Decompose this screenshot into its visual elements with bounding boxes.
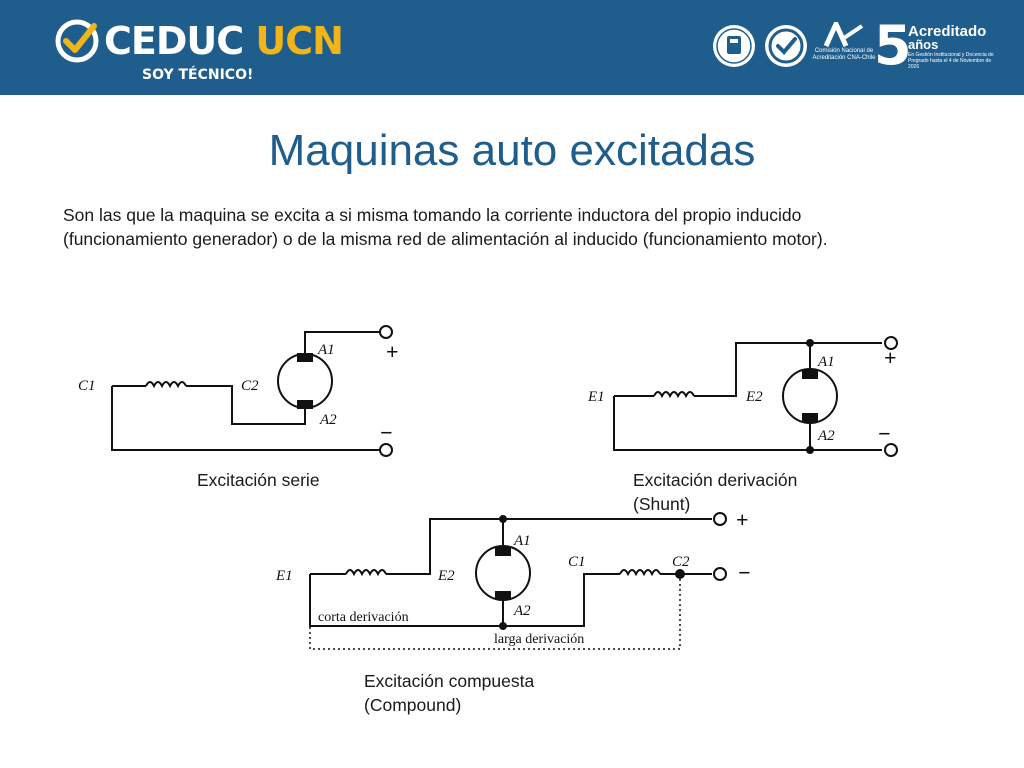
long-shunt-label: larga derivación — [494, 632, 584, 647]
long-shunt-dashed — [309, 574, 681, 650]
accreditation-years-label: años — [908, 37, 939, 52]
shunt-minus-sign: − — [878, 421, 891, 446]
compound-terminal-plus — [713, 512, 727, 526]
intro-line-1: Son las que la maquina se excita a si mi… — [63, 205, 802, 225]
intro-line-2: (funcionamiento generador) o de la misma… — [63, 229, 828, 249]
series-label-a1: A1 — [317, 342, 335, 358]
compound-series-coil — [619, 569, 661, 577]
series-label-c1: C1 — [78, 378, 96, 394]
university-seal-icon — [713, 25, 755, 67]
logo-main: CEDUC — [104, 19, 244, 63]
ceduc-ucn-logo: CEDUC UCN SOY TÉCNICO! — [54, 16, 354, 90]
series-terminal-minus — [379, 443, 393, 457]
series-armature — [277, 353, 333, 409]
compound-label-a1: A1 — [513, 533, 531, 549]
series-circuit — [111, 325, 393, 457]
compound-circuit — [309, 512, 727, 650]
logo-tagline: SOY TÉCNICO! — [142, 67, 254, 83]
shunt-circuit — [613, 336, 898, 457]
series-label-c2: C2 — [241, 378, 259, 394]
series-terminal-plus — [379, 325, 393, 339]
accreditation-years-number: 5 — [874, 14, 912, 77]
compound-label-e2: E2 — [437, 568, 455, 584]
logo-wordmark: CEDUC UCN — [104, 16, 344, 66]
caption-serie: Excitación serie — [197, 470, 320, 490]
series-field-coil — [145, 381, 187, 389]
compound-minus-sign: − — [738, 560, 751, 585]
shunt-label-e2: E2 — [745, 389, 763, 405]
caption-compound-line-2: (Compound) — [364, 695, 462, 715]
shunt-label-e1: E1 — [587, 389, 605, 405]
series-minus-sign: − — [380, 420, 393, 445]
caption-compound-line-1: Excitación compuesta — [364, 671, 535, 691]
shunt-label-a2: A2 — [817, 428, 835, 444]
shunt-label-a1: A1 — [817, 354, 835, 370]
accreditation-detail: En Gestión Institucional y Docencia de P… — [908, 52, 994, 70]
compound-label-e1: E1 — [275, 568, 293, 584]
caption-shunt-line-1: Excitación derivación — [633, 470, 798, 490]
shunt-terminal-plus — [884, 336, 898, 350]
accreditation-logos: Comisión Nacional de Acreditación CNA-Ch… — [712, 18, 1002, 78]
accreditation-title: Acreditado — [908, 23, 987, 40]
cna-text: Comisión Nacional de Acreditación CNA-Ch… — [812, 48, 876, 61]
compound-label-c1: C1 — [568, 554, 586, 570]
series-plus-sign: + — [386, 339, 399, 364]
shunt-armature — [782, 368, 838, 424]
compound-plus-sign: + — [736, 507, 749, 532]
check-circle-logo-icon — [55, 19, 99, 63]
caption-compound: Excitación compuesta (Compound) — [364, 669, 534, 717]
sgs-certification-icon — [765, 25, 807, 67]
cna-logo-icon — [824, 22, 864, 48]
shunt-terminal-minus — [884, 443, 898, 457]
header-bar: CEDUC UCN SOY TÉCNICO! Comisión Nacional… — [0, 0, 1024, 95]
caption-shunt-line-2: (Shunt) — [633, 494, 691, 514]
shunt-field-coil — [653, 391, 695, 399]
compound-label-a2: A2 — [513, 603, 531, 619]
logo-accent: UCN — [255, 19, 344, 63]
shunt-plus-sign: + — [884, 345, 897, 370]
intro-paragraph: Son las que la maquina se excita a si mi… — [63, 203, 963, 251]
series-label-a2: A2 — [319, 412, 337, 428]
compound-shunt-coil — [345, 569, 387, 577]
caption-shunt: Excitación derivación (Shunt) — [633, 468, 797, 516]
short-shunt-label: corta derivación — [318, 610, 409, 625]
slide-title: Maquinas auto excitadas — [268, 126, 756, 175]
compound-terminal-minus — [713, 567, 727, 581]
compound-label-c2: C2 — [672, 554, 690, 570]
